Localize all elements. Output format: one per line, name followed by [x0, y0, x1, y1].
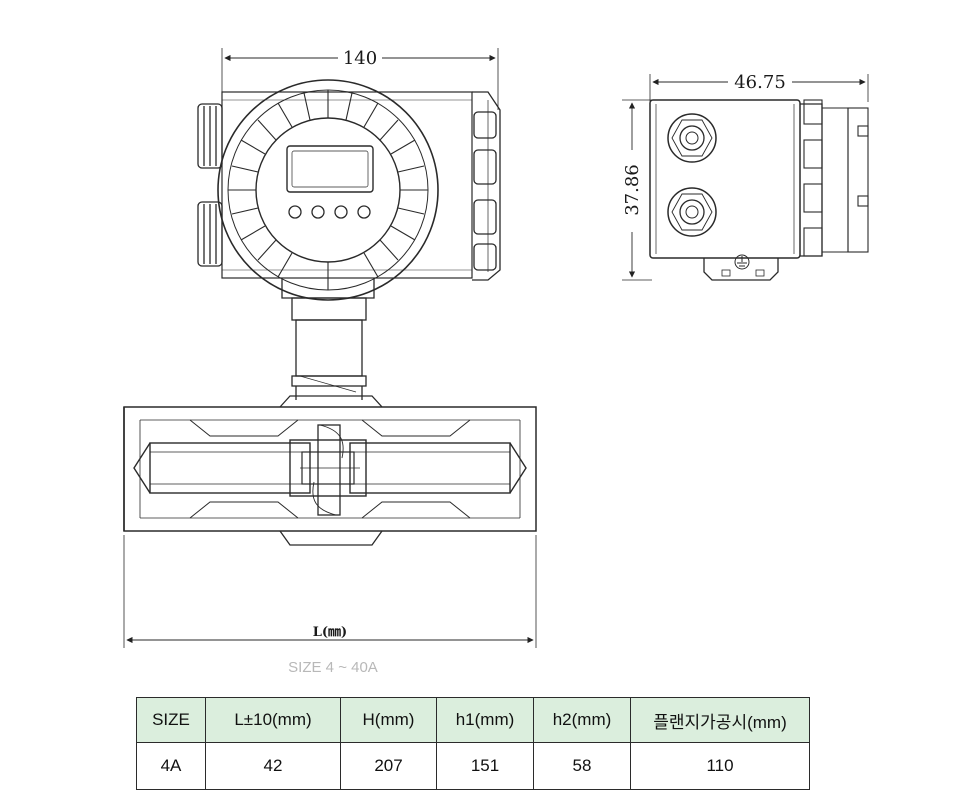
side-view: [622, 74, 869, 281]
side-width-label: 46.75: [734, 72, 786, 93]
stem: [281, 278, 375, 400]
col-header-flange: 플랜지가공시(mm): [630, 697, 810, 743]
side-gland-upper: [667, 113, 717, 163]
col-header-height: H(mm): [340, 697, 437, 743]
cable-gland-upper: [197, 103, 223, 169]
length-label: L(㎜): [313, 625, 347, 640]
front-width-label: 140: [343, 48, 377, 69]
col-header-length: L±10(mm): [205, 697, 341, 743]
cell-height: 207: [340, 742, 437, 790]
size-caption: SIZE 4 ~ 40A: [288, 659, 378, 676]
cell-size: 4A: [136, 742, 206, 790]
front-buttons: [288, 205, 371, 219]
ground-terminal: [703, 254, 779, 281]
col-header-size: SIZE: [136, 697, 206, 743]
col-header-h2: h2(mm): [533, 697, 631, 743]
cable-gland-lower: [197, 201, 223, 267]
table-header-row: SIZE L±10(mm) H(mm) h1(mm) h2(mm) 플랜지가공시…: [136, 697, 810, 743]
cell-h2: 58: [533, 742, 631, 790]
spec-table: SIZE L±10(mm) H(mm) h1(mm) h2(mm) 플랜지가공시…: [136, 697, 810, 790]
cell-flange: 110: [630, 742, 810, 790]
cover-ribs: [228, 90, 428, 290]
cell-length: 42: [205, 742, 341, 790]
side-height-label: 37.86: [622, 164, 643, 216]
table-row: 4A 42 207 151 58 110: [136, 742, 810, 790]
cell-h1: 151: [436, 742, 534, 790]
housing-fins: [472, 91, 501, 281]
pipe-body: [123, 395, 537, 546]
col-header-h1: h1(mm): [436, 697, 534, 743]
front-view: [123, 48, 537, 648]
display-window: [286, 145, 374, 193]
side-gland-lower: [667, 187, 717, 237]
